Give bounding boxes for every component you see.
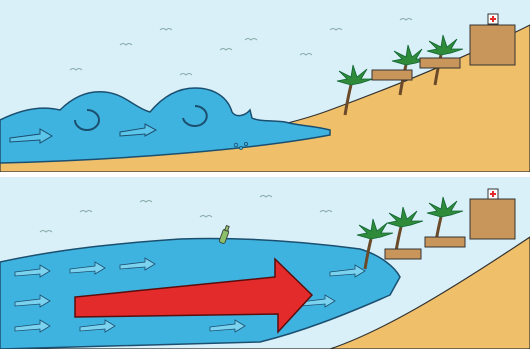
panel-tsunami-approaching: [0, 0, 530, 172]
scene-approaching: [0, 0, 530, 172]
panel-tsunami-inundation: [0, 177, 530, 349]
scene-inundation: [0, 177, 530, 349]
